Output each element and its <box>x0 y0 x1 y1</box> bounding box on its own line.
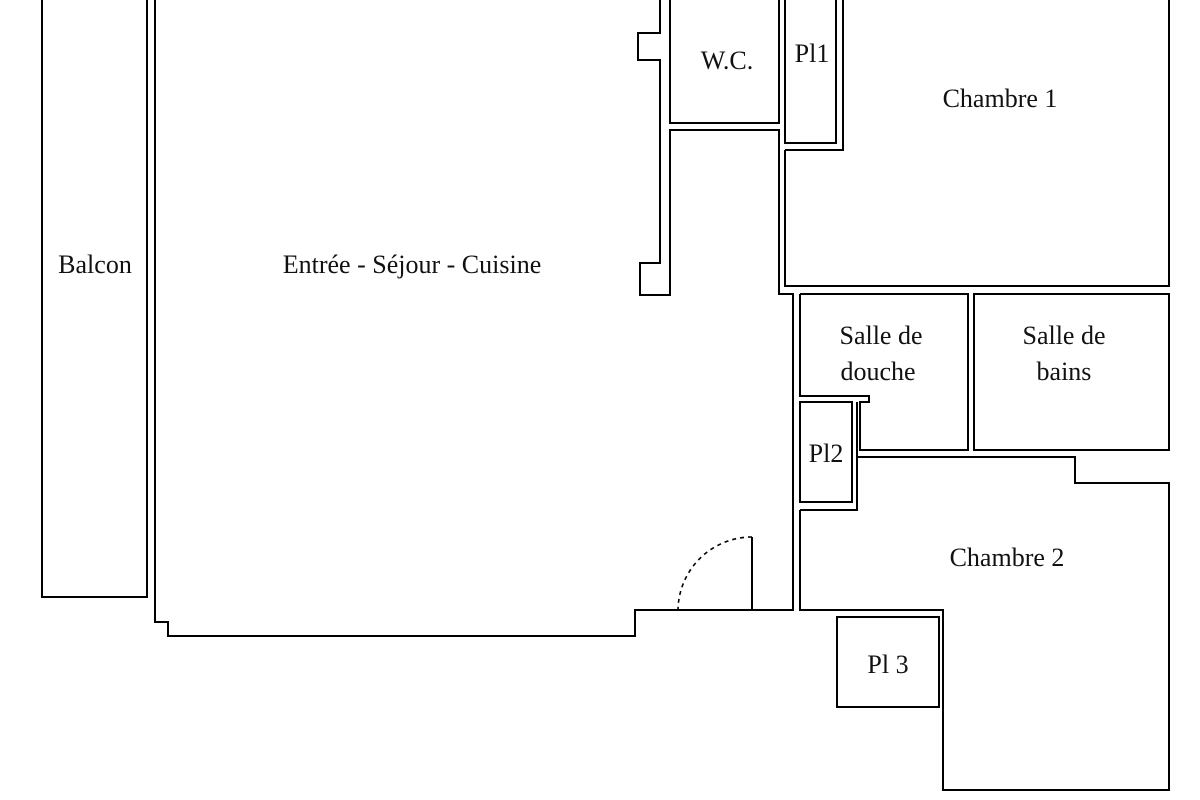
chambre2-walls <box>799 456 1170 791</box>
room-salle-de-bains: Salle de bains <box>973 293 1170 451</box>
room-balcon: Balcon <box>41 0 148 598</box>
wc-walls <box>669 0 780 124</box>
sejour-outer-wall <box>154 0 752 637</box>
room-chambre-2: Chambre 2 <box>799 456 1170 791</box>
pl2-walls <box>799 401 853 503</box>
room-salle-de-douche: Salle de douche <box>799 293 969 451</box>
chambre1-outer-wall <box>784 0 1170 287</box>
wc-label: W.C. <box>701 46 754 75</box>
sejour-label: Entrée - Séjour - Cuisine <box>283 250 542 279</box>
pl3-label: Pl 3 <box>867 650 908 679</box>
douche-walls <box>799 293 969 451</box>
pl3-walls <box>836 616 940 708</box>
chambre1-label: Chambre 1 <box>943 84 1058 113</box>
balcon-walls <box>41 0 148 598</box>
douche-label-line1: Salle de <box>839 321 922 350</box>
chambre2-label: Chambre 2 <box>950 543 1065 572</box>
balcon-label: Balcon <box>58 250 132 279</box>
bains-label-line2: bains <box>1037 357 1092 386</box>
pl1-walls <box>784 0 837 144</box>
closet-pl2: Pl2 <box>799 401 858 508</box>
douche-label-line2: douche <box>840 357 915 386</box>
chambre1-walls <box>785 0 844 151</box>
bains-label-line1: Salle de <box>1022 321 1105 350</box>
closet-pl3: Pl 3 <box>836 616 940 708</box>
sejour-right-wall <box>637 0 794 611</box>
pl1-label: Pl1 <box>795 39 830 68</box>
room-chambre-1: Chambre 1 <box>784 0 1170 287</box>
room-wc: W.C. <box>669 0 780 124</box>
closet-pl1: Pl1 <box>784 0 837 144</box>
pl2-label: Pl2 <box>809 439 844 468</box>
door-swing-arc <box>677 536 753 611</box>
room-sejour: Entrée - Séjour - Cuisine <box>154 0 794 637</box>
bains-walls <box>973 293 1170 451</box>
